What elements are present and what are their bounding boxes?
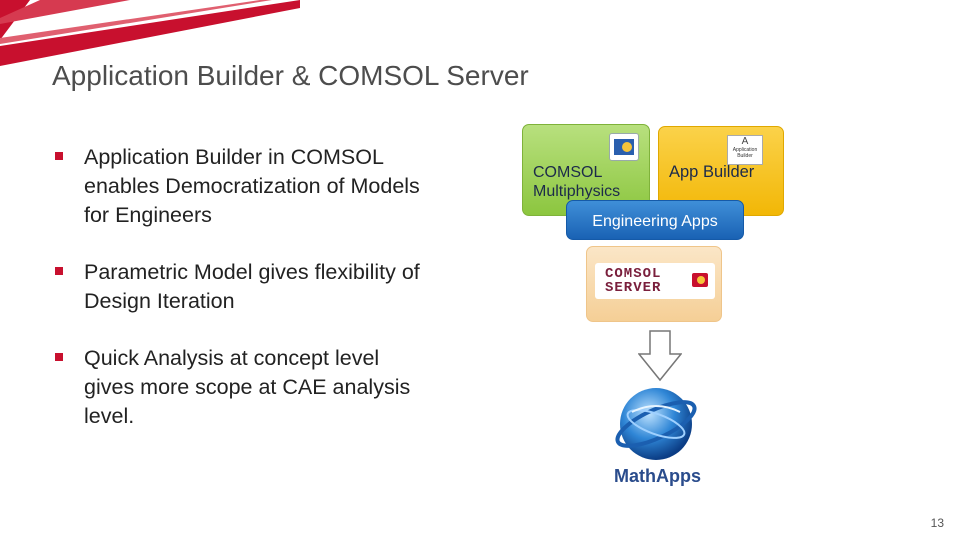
- mathapps-label: MathApps: [614, 466, 701, 486]
- server-label: SERVER: [605, 280, 662, 296]
- bullet-item: Parametric Model gives flexibility of De…: [52, 258, 432, 316]
- multiphysics-label: Multiphysics: [533, 183, 621, 200]
- comsol-app-icon: [609, 133, 639, 161]
- bullet-item: Quick Analysis at concept level gives mo…: [52, 344, 432, 431]
- comsol-server-logo: COMSOL SERVER: [595, 263, 715, 299]
- server-comsol-label: COMSOL: [605, 266, 662, 282]
- bullet-item: Application Builder in COMSOL enables De…: [52, 143, 432, 230]
- bullet-square-icon: [55, 267, 63, 275]
- comsol-server-box: COMSOL SERVER: [586, 246, 722, 322]
- application-builder-icon-caption: Application Builder: [732, 147, 758, 159]
- bullet-text: Application Builder in COMSOL enables De…: [84, 145, 420, 227]
- corner-decoration: [0, 0, 300, 66]
- application-builder-icon-letter: A: [741, 136, 749, 147]
- down-arrow-icon: [638, 330, 682, 382]
- architecture-diagram: COMSOL Multiphysics A Application Builde…: [518, 120, 788, 490]
- engineering-apps-box: Engineering Apps: [566, 200, 744, 240]
- server-logo-icon: [692, 273, 708, 287]
- application-builder-icon: A Application Builder: [727, 135, 763, 165]
- slide-title: Application Builder & COMSOL Server: [52, 60, 529, 91]
- bullet-square-icon: [55, 152, 63, 160]
- globe-icon: [615, 388, 697, 460]
- engineering-apps-label: Engineering Apps: [592, 213, 718, 230]
- bullet-list: Application Builder in COMSOL enables De…: [52, 143, 432, 431]
- bullet-text: Parametric Model gives flexibility of De…: [84, 260, 420, 313]
- bullet-text: Quick Analysis at concept level gives mo…: [84, 346, 411, 428]
- page-number: 13: [930, 516, 944, 530]
- comsol-label: COMSOL: [533, 164, 603, 181]
- app-builder-label: App Builder: [669, 163, 755, 181]
- bullet-square-icon: [55, 353, 63, 361]
